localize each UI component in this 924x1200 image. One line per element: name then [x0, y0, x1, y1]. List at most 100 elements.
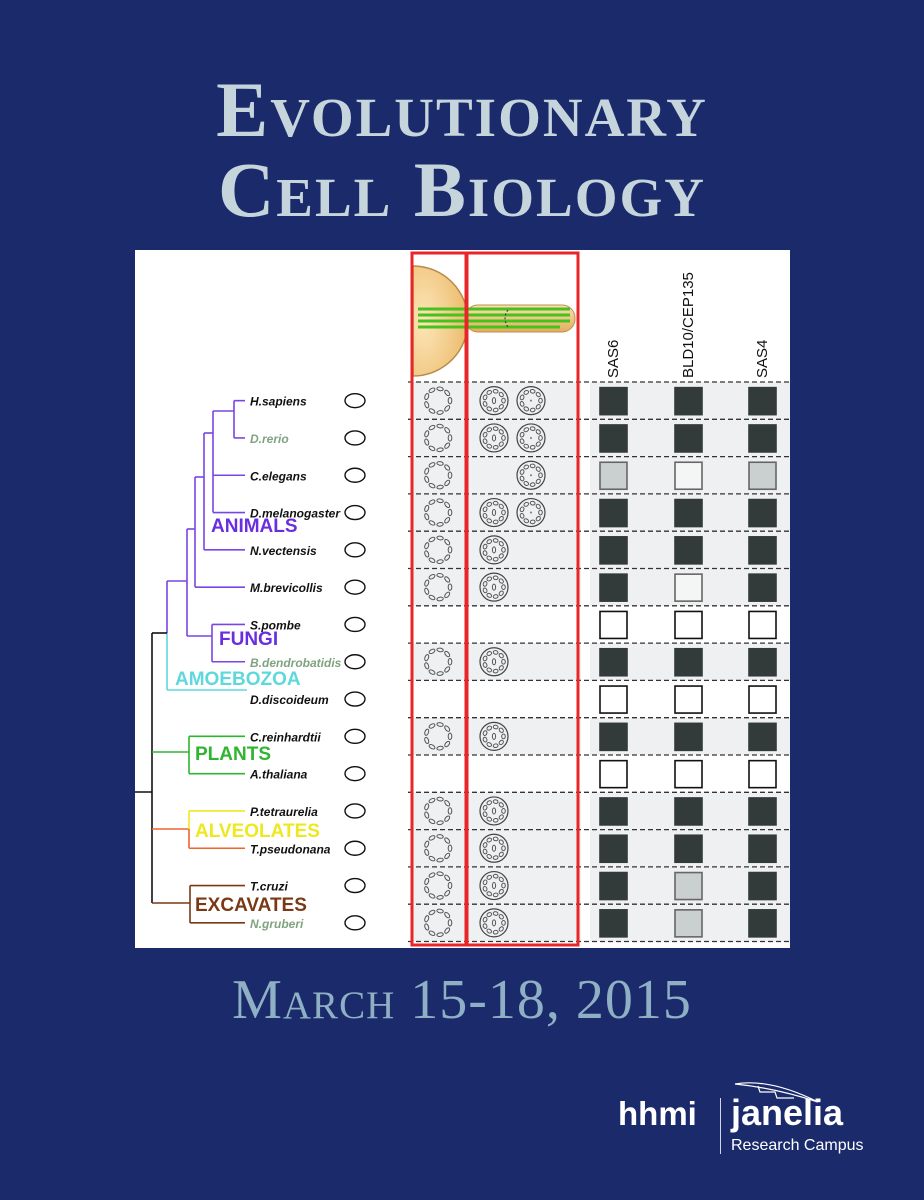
gene-presence-cell	[599, 909, 628, 938]
center-dot	[530, 511, 532, 514]
microtubule-doublet	[486, 874, 493, 880]
microtubule-doublet	[424, 915, 430, 923]
axoneme-cross-section-icon	[516, 497, 546, 528]
microtubule-doublet	[424, 811, 430, 819]
gene-presence-cell	[674, 573, 703, 602]
microtubule-doublet	[444, 927, 451, 934]
microtubule-doublet	[492, 724, 499, 730]
gene-presence-cell	[674, 797, 703, 826]
microtubule-doublet	[447, 844, 453, 852]
microtubule-doublet	[424, 728, 430, 736]
axoneme-cross-section-icon	[479, 497, 509, 528]
gene-presence-cell	[599, 871, 628, 901]
microtubule-doublet	[501, 882, 506, 889]
microtubule-doublet	[424, 877, 430, 886]
clade-label: ANIMALS	[211, 516, 298, 537]
axoneme-cross-section-icon	[516, 386, 546, 416]
species-row: B.dendrobatidis	[250, 647, 777, 677]
microtubule-doublet	[482, 730, 488, 736]
microtubule-doublet	[482, 662, 488, 668]
central-pair	[491, 509, 497, 517]
microtubule-doublet	[519, 401, 525, 407]
species-row: N.vectensis	[250, 535, 777, 565]
microtubule-doublet	[482, 804, 488, 811]
row-shade	[413, 568, 581, 606]
microtubule-doublet	[482, 885, 488, 892]
microtubule-doublet	[486, 555, 493, 561]
axoneme-cross-section-icon	[479, 908, 509, 938]
species-row: M.brevicollis	[250, 572, 777, 602]
axoneme-cross-section-icon	[516, 460, 546, 490]
row-shade	[413, 866, 581, 905]
species-label: H.sapiens	[250, 395, 307, 409]
microtubule-doublet	[486, 427, 493, 433]
microtubule-doublet	[424, 430, 430, 438]
microtubule-doublet	[424, 542, 430, 550]
microtubule-doublet	[444, 852, 451, 860]
species-label: M.brevicollis	[250, 581, 323, 595]
basal-body-triplet-ring-icon	[424, 423, 453, 453]
species-row: D.rerio	[250, 423, 777, 453]
axoneme-cross-section-icon	[479, 870, 509, 901]
basal-body-triplet-ring-icon	[424, 535, 453, 565]
clade-label: PLANTS	[195, 744, 271, 765]
event-date: March 15-18, 2015	[232, 969, 692, 1031]
gene-presence-cell	[748, 461, 777, 491]
microtubule-doublet	[529, 463, 536, 469]
basal-body-triplet-ring-icon	[424, 386, 453, 415]
microtubule-doublet	[424, 587, 430, 595]
microtubule-doublet	[498, 391, 504, 398]
microtubule-doublet	[428, 482, 436, 489]
microtubule-doublet	[436, 671, 444, 676]
microtubule-doublet	[535, 515, 541, 522]
gene-presence-cell	[599, 759, 628, 789]
microtubule-doublet	[492, 911, 499, 916]
gene-presence-cell	[748, 722, 777, 752]
basal-body-triplet-ring-icon	[424, 572, 453, 602]
microtubule-doublet	[482, 848, 488, 855]
microtubule-doublet	[444, 389, 451, 397]
microtubule-doublet	[428, 893, 436, 899]
row-shade	[413, 717, 581, 755]
organism-sketch-icon	[344, 840, 366, 856]
microtubule-doublet	[486, 443, 493, 449]
microtubule-doublet	[436, 559, 444, 565]
microtubule-doublet	[482, 655, 488, 662]
microtubule-doublet	[436, 484, 444, 490]
central-pair	[491, 807, 497, 815]
microtubule-doublet	[529, 500, 536, 506]
axoneme-outline	[479, 572, 509, 602]
gene-presence-cell	[748, 834, 777, 864]
microtubule-doublet	[498, 441, 504, 447]
microtubule-doublet	[424, 848, 430, 856]
gene-presence-cell	[599, 536, 628, 565]
microtubule-doublet	[498, 814, 504, 820]
gene-presence-cell	[599, 647, 628, 677]
basal-body-triplet-ring-icon	[424, 871, 453, 900]
center-dot	[530, 474, 532, 477]
axoneme-outline	[516, 460, 546, 490]
microtubule-doublet	[424, 840, 430, 848]
central-pair	[491, 882, 497, 890]
axoneme-outline	[516, 497, 546, 528]
microtubule-doublet	[498, 578, 504, 584]
central-pair	[491, 583, 497, 591]
row-shade	[413, 904, 581, 942]
microtubule-doublet	[486, 854, 493, 859]
microtubule-doublet	[486, 912, 493, 918]
microtubule-doublet	[486, 389, 493, 395]
axoneme-cross-section-icon	[479, 386, 509, 416]
microtubule-doublet	[482, 438, 488, 445]
organism-sketch-icon	[344, 467, 366, 483]
axoneme-outline	[479, 647, 509, 677]
axoneme-cross-section-icon	[516, 423, 546, 453]
basal-body-triplet-ring-icon	[424, 796, 453, 826]
microtubule-doublet	[498, 914, 504, 920]
microtubule-doublet	[444, 740, 451, 748]
gene-presence-cell	[599, 610, 628, 640]
central-pair	[491, 397, 497, 405]
clade-label: ALVEOLATES	[195, 821, 320, 842]
microtubule-doublet	[436, 796, 444, 802]
microtubule-doublet	[424, 504, 430, 513]
clade-label: EXCAVATES	[195, 895, 307, 916]
